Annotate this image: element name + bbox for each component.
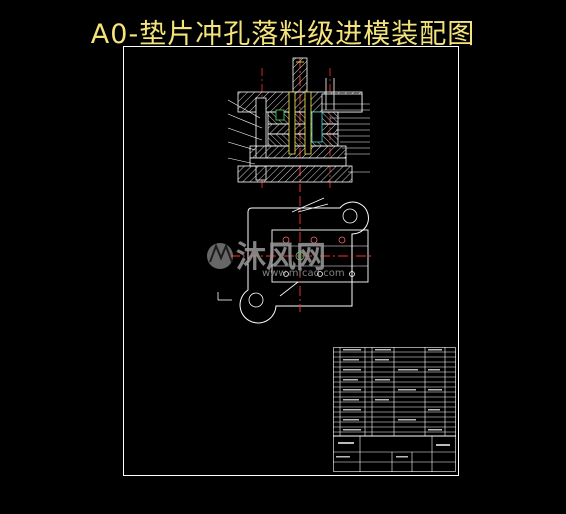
parts-list-table [333,347,456,472]
watermark: 沐风网 www.mfcad.com [207,240,345,279]
watermark-logo-icon [207,243,233,269]
section-view [227,57,370,192]
drawing-title: A0-垫片冲孔落料级进模装配图 [90,19,476,50]
plan-view [217,196,372,324]
drawing-frame [123,46,459,476]
watermark-logo-text: 沐风网 [236,240,326,275]
watermark-url: www.mfcad.com [262,268,345,279]
parts-list-text-marks [336,349,450,458]
